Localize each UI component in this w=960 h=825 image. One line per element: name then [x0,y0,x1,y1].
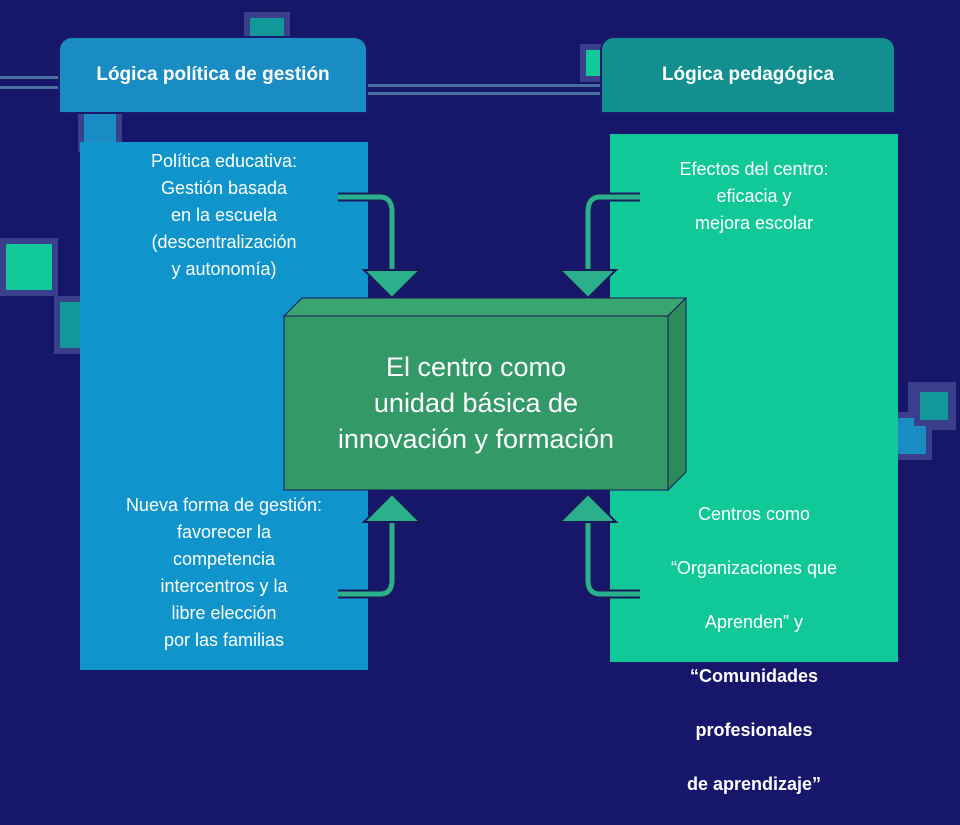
left-header: Lógica política de gestión [58,36,368,114]
right-header: Lógica pedagógica [600,36,896,114]
arrowhead-top-left [361,269,423,300]
arrowhead-bottom-right [557,492,619,523]
arrow-top-right [585,194,640,272]
right-bottom-line: “Organizaciones que [670,558,838,578]
arrow-bottom-right [585,520,640,597]
arrowhead-top-right [557,269,619,300]
arrowhead-bottom-left [361,492,423,523]
decorative-line [0,86,60,89]
right-top-text: Efectos del centro: eficacia y mejora es… [679,159,829,233]
decorative-line [360,92,610,95]
connector-arrows [282,192,688,599]
decorative-line [360,84,610,87]
decorative-line [0,76,60,79]
right-bottom-line-bold: de aprendizaje” [686,774,822,794]
center-box-text: El centro como unidad básica de innovaci… [337,352,615,454]
left-bottom-text: Nueva forma de gestión: favorecer la com… [125,495,323,650]
center-box-top-face [282,297,688,317]
right-bottom-line-bold: “Comunidades [689,666,818,686]
arrow-top-left [338,194,395,272]
right-bottom-line: Centros como [697,504,811,524]
right-bottom-line: Aprenden” y [704,612,804,632]
center-box-front-face [283,315,669,491]
arrow-bottom-left [338,520,395,597]
decorative-square [914,386,954,426]
decorative-square [0,238,58,296]
right-bottom-line-bold: profesionales [695,720,813,740]
center-box-side-face [667,296,687,492]
left-top-text: Política educativa: Gestión basada en la… [150,151,298,279]
